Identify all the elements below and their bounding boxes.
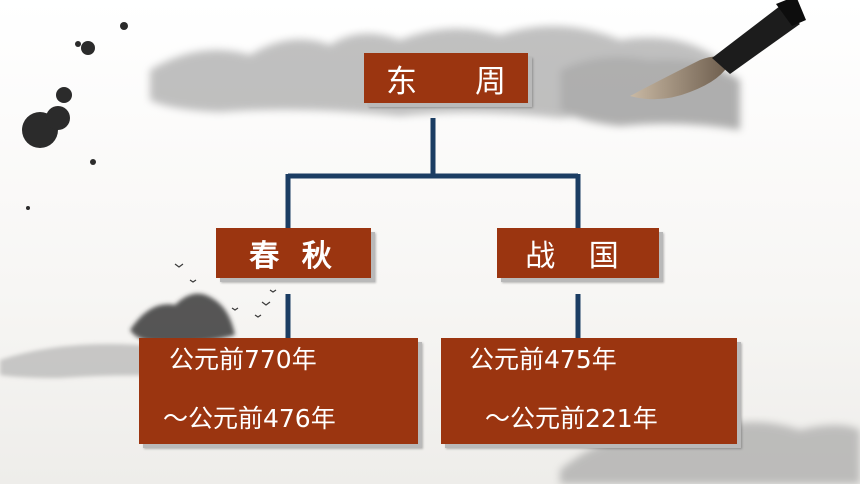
period-spring-autumn: 公元前770年 ～公元前476年 bbox=[139, 338, 418, 444]
calligraphy-brush bbox=[630, 0, 806, 100]
node-warring-states: 战 国 bbox=[497, 228, 659, 278]
period-spring-autumn-start: 公元前770年 bbox=[169, 345, 317, 374]
node-spring-autumn: 春 秋 bbox=[216, 228, 371, 278]
node-eastern-zhou-char2: 周 bbox=[475, 63, 506, 100]
flying-birds bbox=[174, 263, 277, 318]
node-eastern-zhou: 东 周 bbox=[364, 53, 528, 103]
period-warring-states-end: ～公元前221年 bbox=[485, 404, 658, 433]
period-warring-states: 公元前475年 ～公元前221年 bbox=[441, 338, 737, 444]
period-warring-states-start: 公元前475年 bbox=[469, 345, 617, 374]
period-spring-autumn-end: ～公元前476年 bbox=[163, 404, 336, 433]
node-warring-states-label: 战 国 bbox=[525, 239, 631, 274]
ink-splash bbox=[22, 22, 128, 210]
node-spring-autumn-label: 春 秋 bbox=[249, 239, 338, 274]
node-eastern-zhou-char1: 东 bbox=[386, 63, 417, 100]
